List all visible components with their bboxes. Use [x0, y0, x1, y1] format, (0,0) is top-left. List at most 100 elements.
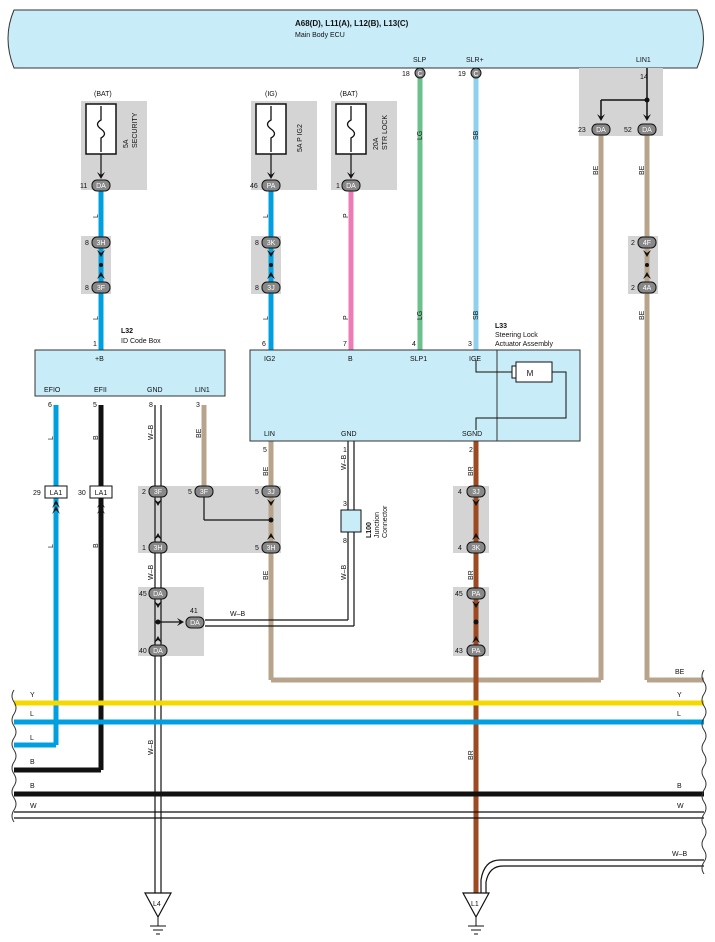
wire-label-wb-3: W–B: [148, 740, 155, 756]
pin-j3h-1-conn: 3H: [154, 545, 163, 552]
fuse-security-name: SECURITY: [132, 112, 139, 148]
bus-label-y-left: Y: [30, 692, 35, 699]
id-box-pin-gnd: GND: [147, 387, 163, 394]
wire-label-be-1: BE: [593, 165, 600, 175]
pin-3h-top-num: 8: [85, 240, 89, 247]
wire-labels: LG LG SB SB BE BE BE L L L L P P L L B B…: [30, 130, 688, 858]
l100-name2: Connector: [382, 505, 389, 538]
main-body-ecu: A68(D), L11(A), L12(B), L13(C) Main Body…: [7, 9, 704, 69]
l100-pin-bot: 8: [343, 538, 347, 545]
wire-label-be-4: BE: [196, 428, 203, 438]
l33-pin-lin: LIN: [264, 431, 275, 438]
id-box-pin-lin1: LIN1: [195, 387, 210, 394]
wire-label-b-1: B: [93, 435, 100, 440]
pin-3k-conn: 3K: [267, 240, 276, 247]
pin-3k-num: 8: [255, 240, 259, 247]
steering-lock-actuator: L33 Steering Lock Actuator Assembly IG2 …: [249, 323, 581, 454]
ground-l1: L1: [461, 892, 491, 935]
wire-label-l-1: L: [93, 214, 100, 218]
bus-label-l-left: L: [30, 711, 34, 718]
l33-pin-ige: IGE: [469, 356, 481, 363]
ecu-pin-19-num: 19: [458, 71, 466, 78]
pin-pa-45-conn: PA: [472, 591, 481, 598]
l100-pin-top: 3: [343, 501, 347, 508]
pin-la1-29-conn: LA1: [50, 490, 63, 497]
ecu-pin-slp-label: SLP: [413, 57, 427, 64]
wire-label-br-2: BR: [468, 570, 475, 580]
bus-label-b-left: B: [30, 759, 35, 766]
l33-pin-gnd: GND: [341, 431, 357, 438]
bus-label-y-right: Y: [677, 692, 682, 699]
ground-l1-label: L1: [471, 901, 479, 908]
pin-j3j-4-conn: 3J: [472, 489, 479, 496]
pin-4f-num: 2: [631, 240, 635, 247]
bus-label-w-right: W: [677, 803, 684, 810]
wire-label-wb-7: W–B: [672, 851, 688, 858]
wire-label-l-5: L: [48, 436, 55, 440]
bus-label-b-right: B: [677, 783, 682, 790]
motor-label: M: [527, 369, 534, 378]
l33-pin-sgnd: SGND: [462, 431, 482, 438]
pin-pa-43-conn: PA: [472, 648, 481, 655]
pin-46-pa-conn: PA: [267, 183, 276, 190]
wire-label-l-4: L: [263, 316, 270, 320]
wire-label-be-2: BE: [639, 165, 646, 175]
motor-icon: M: [475, 360, 567, 430]
pin-j3h-5-conn: 3H: [267, 545, 276, 552]
fuse-str-lock: (BAT) 20A STR LOCK: [335, 91, 389, 175]
bus-label-l2-left: L: [30, 735, 34, 742]
wire-label-be-5: BE: [263, 466, 270, 476]
wire-label-p-1: P: [343, 213, 350, 218]
pin-j3f-2-num: 2: [142, 489, 146, 496]
pin-52-da-num: 52: [624, 127, 632, 134]
ecu-subtitle: Main Body ECU: [295, 32, 345, 39]
wire-label-p-2: P: [343, 315, 350, 320]
id-box-pin-efii: EFII: [94, 387, 107, 394]
l33-pin-b-num: 7: [343, 341, 347, 348]
pin-3j-num: 8: [255, 285, 259, 292]
ground-l4-label: L4: [153, 901, 161, 908]
l33-pin-slp1-num: 4: [412, 341, 416, 348]
wire-label-be-6: BE: [263, 570, 270, 580]
pin-23-da-num: 23: [578, 127, 586, 134]
ecu-pin-lin1-label: LIN1: [636, 57, 651, 64]
steering-lock-name2: Actuator Assembly: [495, 341, 553, 348]
wire-label-l-2: L: [93, 316, 100, 320]
fuse-strlock-name: STR LOCK: [382, 115, 389, 150]
wire-label-b-2: B: [93, 543, 100, 548]
l33-pin-b: B: [348, 356, 353, 363]
l33-pin-gnd-num: 1: [343, 447, 347, 454]
pin-3h-top-conn: 3H: [97, 240, 106, 247]
pin-j3j-4-num: 4: [458, 489, 462, 496]
ecu-pin-14-num: 14: [640, 74, 648, 81]
wire-label-sb-bot: SB: [473, 310, 480, 320]
ecu-pin-18-num: 18: [402, 71, 410, 78]
pin-j3f-5-conn: 3F: [200, 489, 208, 496]
pin-da-41-num: 41: [190, 608, 198, 615]
wires: [11, 68, 707, 893]
ecu-pin-18-conn: C: [417, 71, 422, 78]
steering-lock-name1: Steering Lock: [495, 332, 538, 339]
ecu-pin-slr-label: SLR+: [466, 57, 484, 64]
pin-11-da-num: 11: [80, 183, 87, 190]
wire-label-l-6: L: [48, 544, 55, 548]
l100-code: L100: [366, 522, 373, 538]
bus-label-b2-left: B: [30, 783, 35, 790]
pin-da-41-conn: DA: [190, 620, 200, 627]
fuse-strlock-source: (BAT): [340, 91, 358, 98]
id-box-pin-gnd-num: 8: [149, 402, 153, 409]
junction-connector-l100: 3 8 L100 Junction Connector: [340, 501, 389, 545]
pin-1-da-num: 1: [336, 183, 340, 190]
pin-da-45-conn: DA: [153, 591, 163, 598]
wire-label-wb-6: W–B: [341, 565, 348, 581]
pin-j3k-4-conn: 3K: [472, 545, 481, 552]
wire-label-wb-1: W–B: [148, 425, 155, 441]
fuse-security: (BAT) 5A SECURITY: [85, 91, 139, 175]
pin-j3j-5-num: 5: [255, 489, 259, 496]
id-box-pin-efio-num: 6: [48, 402, 52, 409]
l33-pin-ig2: IG2: [264, 356, 275, 363]
pin-j3f-5-num: 5: [188, 489, 192, 496]
wire-label-lg-bot: LG: [417, 311, 424, 320]
pin-la1-30-conn: LA1: [95, 490, 108, 497]
pin-pa-43-num: 43: [455, 648, 463, 655]
